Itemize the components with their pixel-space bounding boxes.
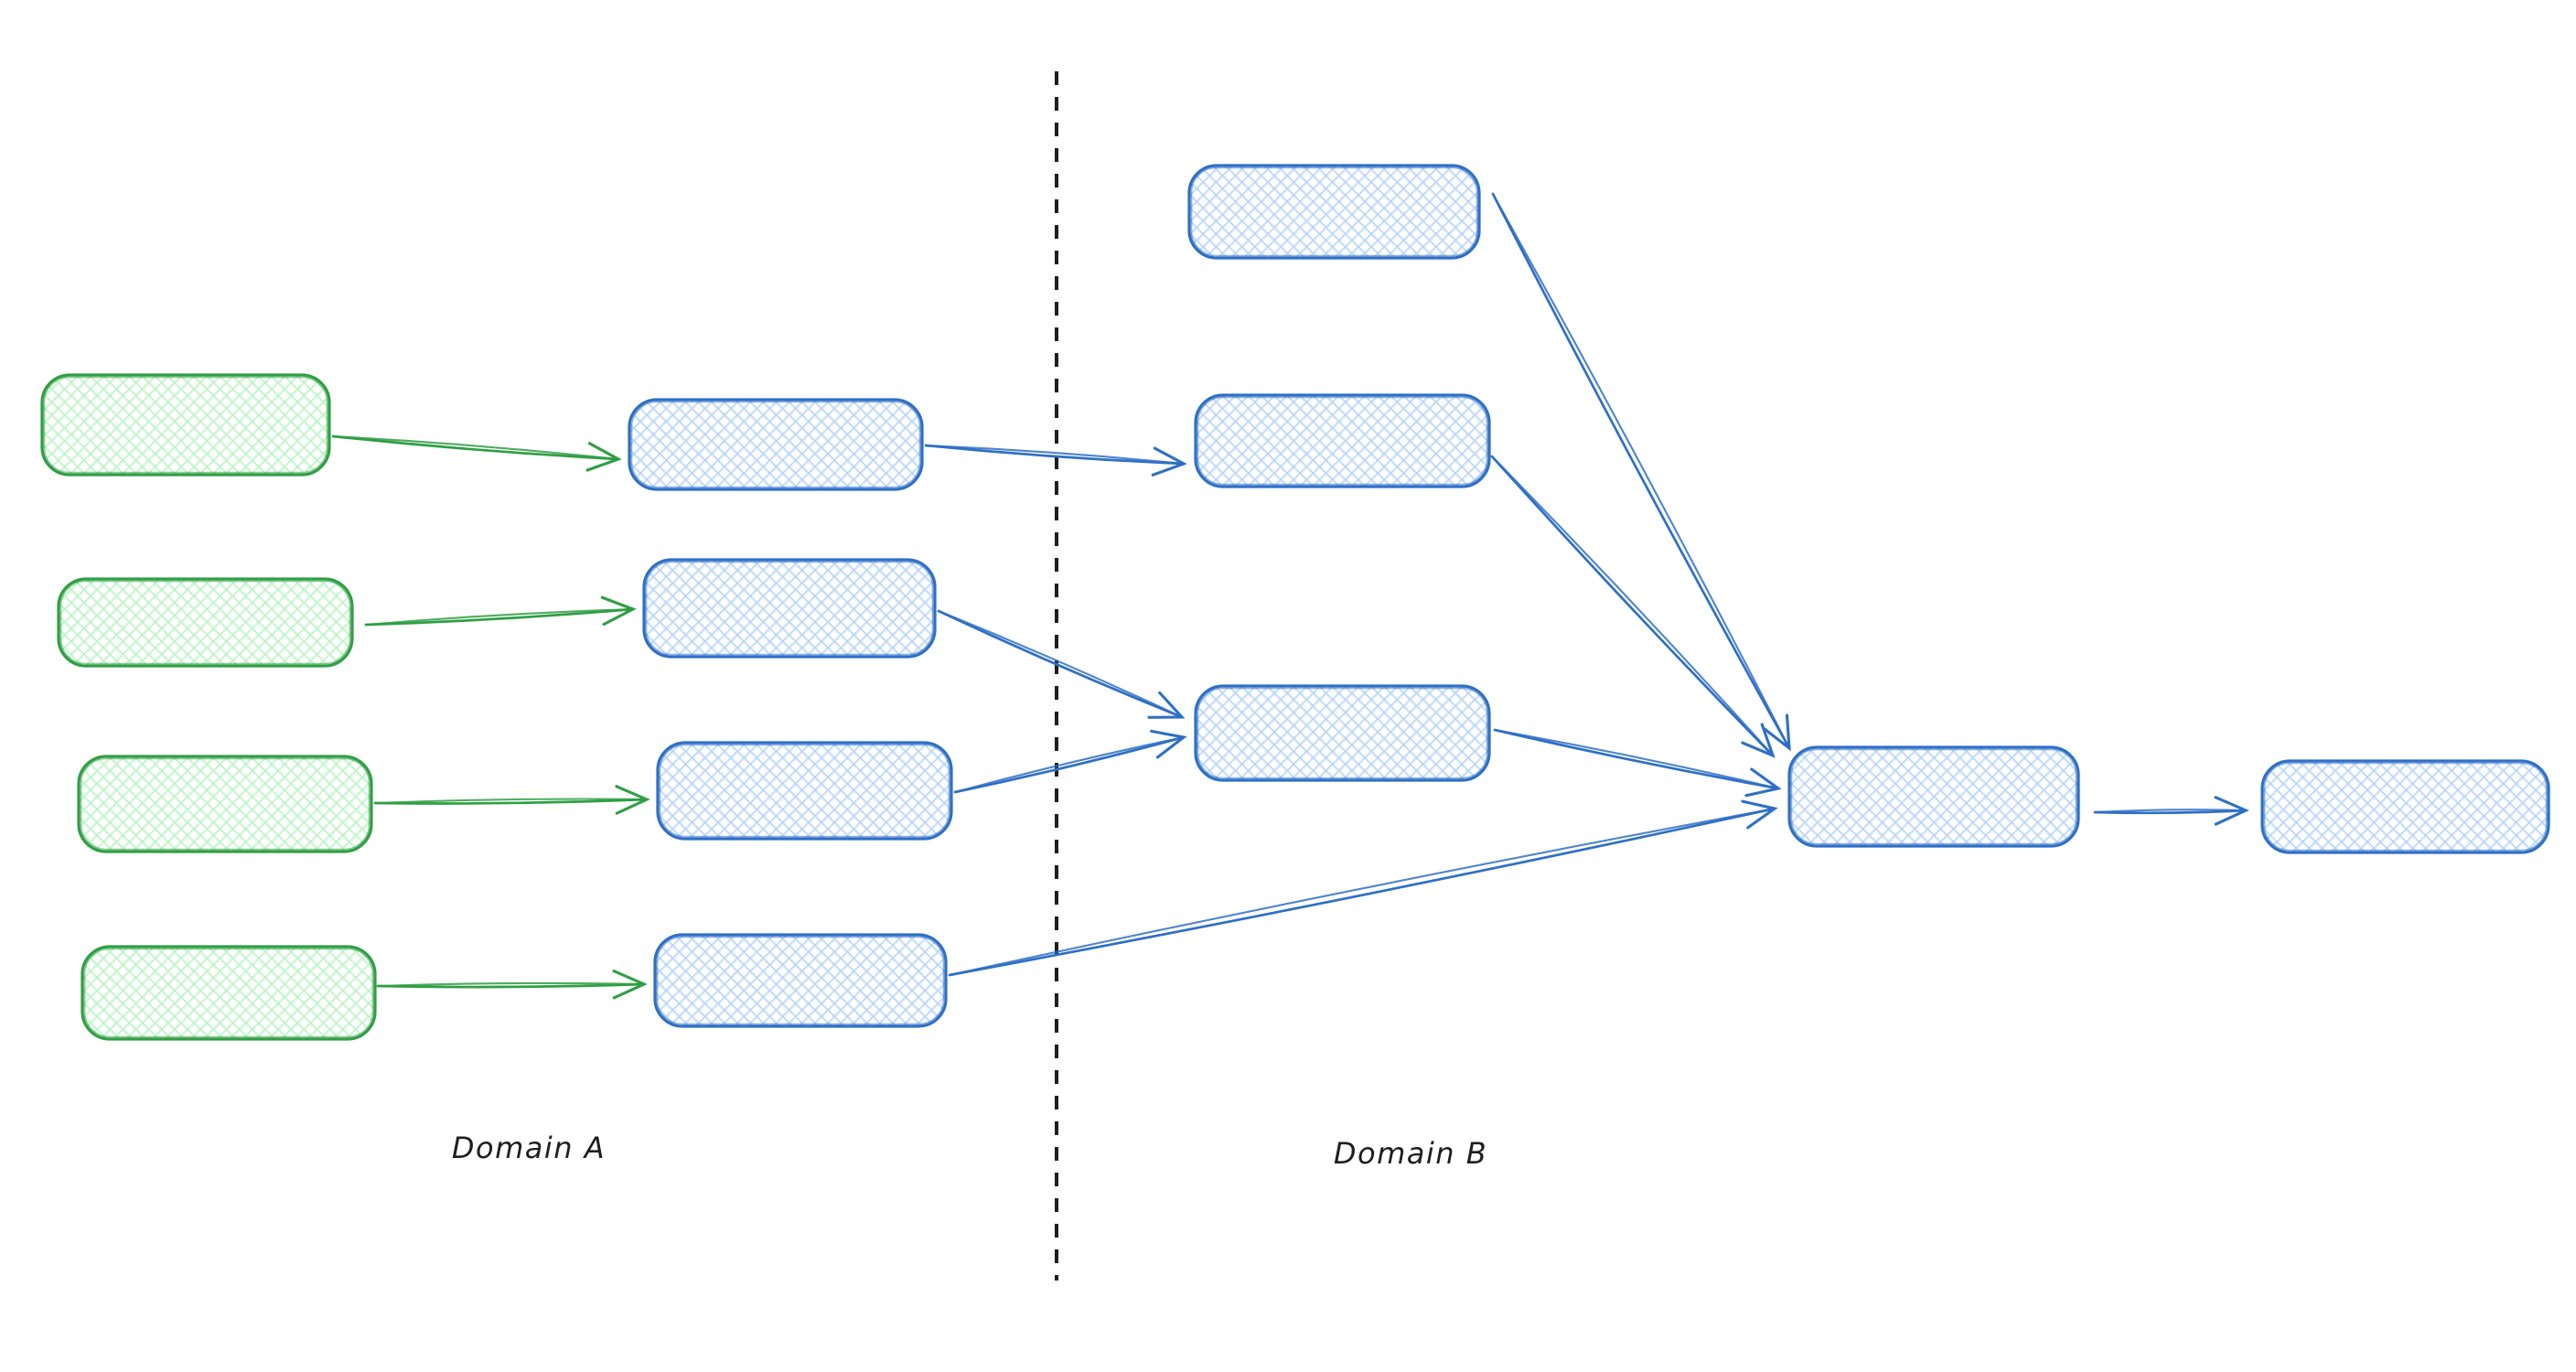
node-domain-a-source-4[interactable] [80, 945, 377, 1041]
node-domain-a-source-2[interactable] [57, 577, 354, 668]
node-domain-a-source-1[interactable] [40, 373, 331, 477]
edge-bnode3-hub[interactable] [1493, 728, 1782, 798]
edge-hub-output[interactable] [2093, 796, 2249, 826]
domain-a-label[interactable]: Domain A [452, 1131, 606, 1165]
edge-source2-process2[interactable] [364, 595, 637, 627]
edge-source1-process1[interactable] [331, 434, 622, 472]
node-domain-a-process-2[interactable] [642, 558, 937, 659]
edge-process4-hub[interactable] [948, 799, 1778, 977]
node-domain-b-output[interactable] [2260, 759, 2550, 854]
node-domain-a-source-3[interactable] [77, 755, 373, 853]
edge-source4-process4[interactable] [376, 970, 648, 1000]
edge-bnode2-hub[interactable] [1490, 455, 1776, 758]
edge-process2-bnode3[interactable] [937, 609, 1186, 719]
node-domain-b-node-2[interactable] [1194, 393, 1491, 488]
edge-process1-bnode2[interactable] [924, 444, 1187, 477]
node-domain-a-process-3[interactable] [656, 741, 953, 841]
node-domain-a-process-4[interactable] [653, 933, 948, 1028]
node-domain-b-node-3[interactable] [1194, 684, 1491, 782]
edge-process3-bnode3[interactable] [953, 729, 1187, 794]
edge-bnode1-hub[interactable] [1491, 192, 1791, 752]
node-domain-a-process-1[interactable] [628, 398, 924, 491]
edge-source3-process3[interactable] [373, 785, 650, 815]
domain-b-label[interactable]: Domain B [1334, 1136, 1487, 1171]
node-domain-b-node-1[interactable] [1187, 164, 1481, 260]
node-domain-b-hub[interactable] [1787, 745, 2080, 848]
